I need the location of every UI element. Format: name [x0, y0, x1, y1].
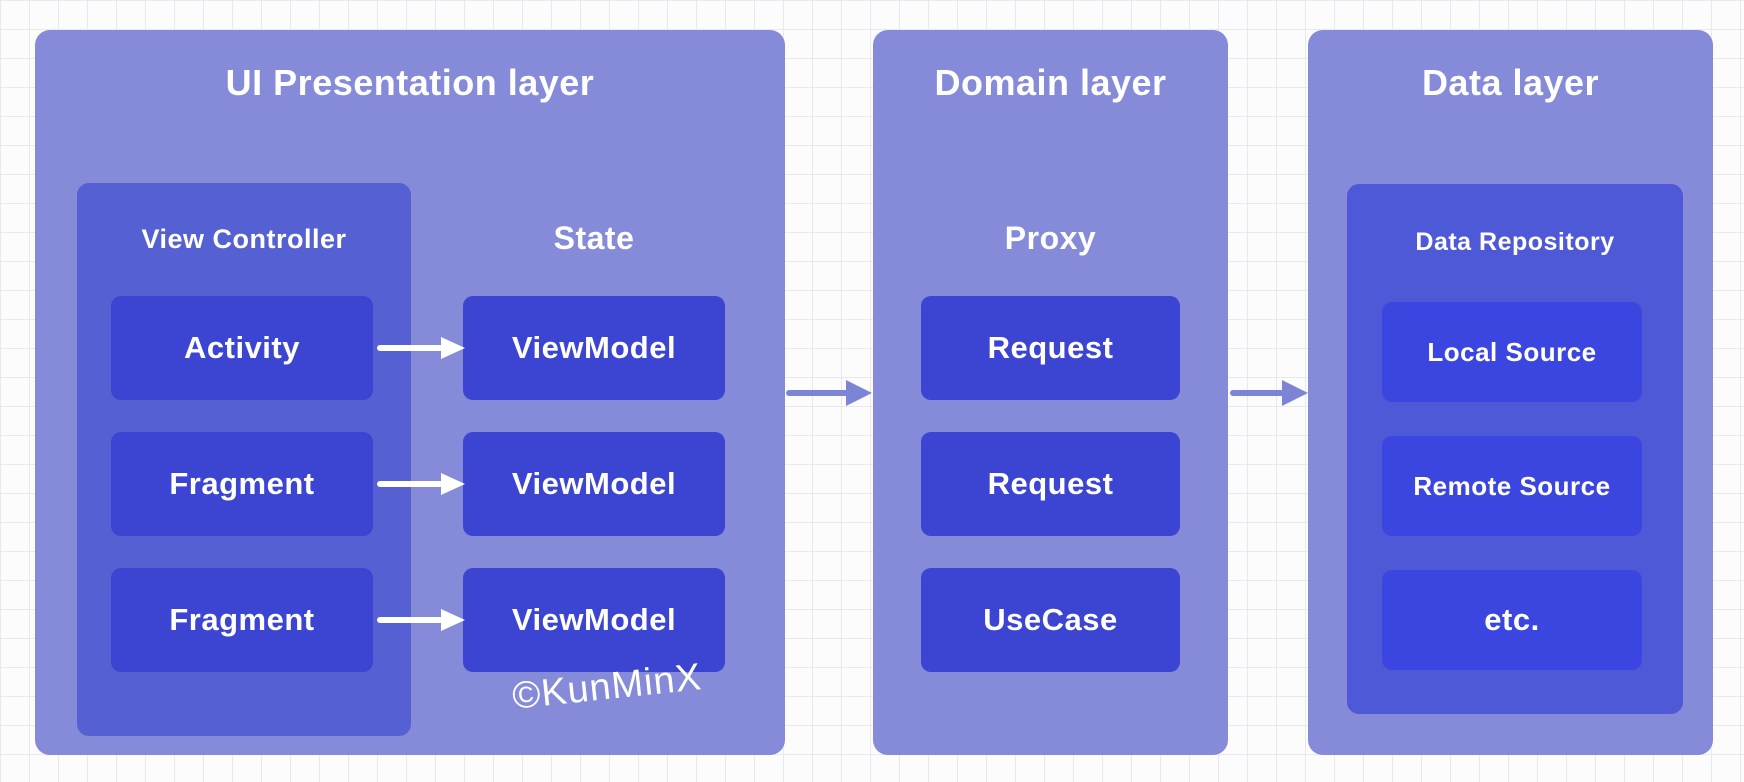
- node-viewmodel-3: ViewModel: [463, 568, 725, 672]
- node-request-1: Request: [921, 296, 1180, 400]
- node-viewmodel-2: ViewModel: [463, 432, 725, 536]
- title-domain-layer: Domain layer: [934, 62, 1167, 103]
- label-proxy: Proxy: [1004, 220, 1097, 256]
- node-fragment-1: Fragment: [111, 432, 373, 536]
- label-state: State: [553, 220, 635, 256]
- node-fragment-2: Fragment: [111, 568, 373, 672]
- node-etc: etc.: [1382, 570, 1642, 670]
- label-data-repository: Data Repository: [1415, 228, 1615, 256]
- node-local-source: Local Source: [1382, 302, 1642, 402]
- node-activity: Activity: [111, 296, 373, 400]
- label-view-controller: View Controller: [141, 224, 347, 254]
- node-usecase: UseCase: [921, 568, 1180, 672]
- title-data-layer: Data layer: [1421, 62, 1600, 103]
- title-ui-presentation-layer: UI Presentation layer: [225, 62, 595, 103]
- node-remote-source: Remote Source: [1382, 436, 1642, 536]
- node-request-2: Request: [921, 432, 1180, 536]
- node-viewmodel-1: ViewModel: [463, 296, 725, 400]
